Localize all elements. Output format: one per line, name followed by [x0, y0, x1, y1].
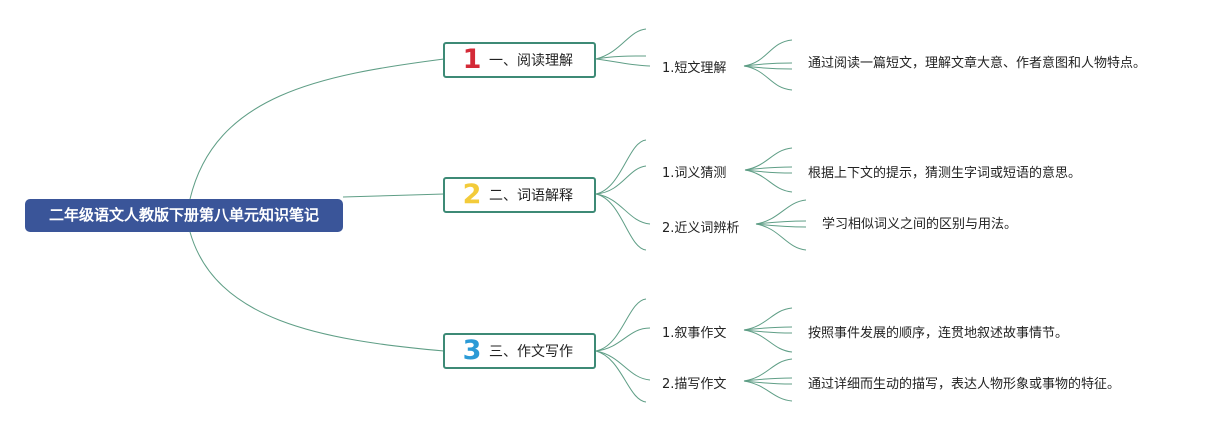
connector-b2-s1-fan — [744, 147, 793, 171]
subtopic-word-guessing[interactable]: 1.词义猜测 — [662, 166, 727, 181]
branch-title: 三、作文写作 — [489, 344, 573, 360]
subtopic-description[interactable]: 按照事件发展的顺序，连贯地叙述故事情节。 — [808, 326, 1069, 341]
connector-b3-s1-fan — [743, 307, 793, 331]
subtopic-synonyms[interactable]: 2.近义词辨析 — [662, 221, 740, 236]
subtopic-description[interactable]: 根据上下文的提示，猜测生字词或短语的意思。 — [808, 166, 1082, 181]
connector-b3-s2-fan — [743, 377, 793, 382]
branch-title: 二、词语解释 — [489, 188, 573, 204]
connector-b2-fan — [595, 165, 647, 195]
branch-title: 一、阅读理解 — [489, 53, 573, 69]
root-topic[interactable]: 二年级语文人教版下册第八单元知识笔记 — [25, 199, 343, 232]
subtopic-description[interactable]: 通过阅读一篇短文，理解文章大意、作者意图和人物特点。 — [808, 56, 1147, 71]
connector-b2-s2-fan — [755, 223, 807, 251]
branch-composition[interactable]: 3 三、作文写作 — [443, 333, 596, 369]
subtopic-description[interactable]: 通过详细而生动的描写，表达人物形象或事物的特征。 — [808, 377, 1121, 392]
subtopic-descriptive[interactable]: 2.描写作文 — [662, 377, 727, 392]
connector-b2-s2-fan — [755, 199, 807, 225]
connector-root-b3 — [189, 231, 445, 352]
branch-word-meaning[interactable]: 2 二、词语解释 — [443, 177, 596, 213]
connector-root-b1 — [189, 58, 445, 200]
connector-b3-s2-fan — [743, 358, 793, 382]
connector-b3-fan — [595, 350, 651, 381]
connector-b2-s2-fan — [755, 220, 807, 225]
connector-b1-s1-fan — [743, 39, 793, 67]
connector-b2-s1-fan — [744, 166, 793, 171]
branch-reading[interactable]: 1 一、阅读理解 — [443, 42, 596, 78]
number-two-icon: 2 — [462, 179, 482, 210]
connector-b3-fan — [595, 327, 651, 352]
connector-b3-s1-fan — [743, 326, 793, 331]
subtopic-description[interactable]: 学习相似词义之间的区别与用法。 — [822, 217, 1018, 232]
number-three-icon: 3 — [462, 335, 482, 366]
connector-b1-fan — [595, 55, 647, 60]
connector-b3-fan — [595, 350, 647, 403]
connector-b2-s1-fan — [744, 169, 793, 193]
connector-b2-fan — [595, 193, 651, 225]
connector-b3-s1-fan — [743, 329, 793, 353]
connector-b2-s0 — [595, 139, 647, 195]
connector-b1-s1-fan — [743, 65, 793, 91]
number-one-icon: 1 — [462, 44, 482, 75]
connector-b1-fan — [595, 28, 647, 60]
connector-b3-fan — [595, 298, 647, 352]
connector-root-b2 — [342, 193, 445, 198]
connector-b3-s2-fan — [743, 380, 793, 402]
subtopic-short-text[interactable]: 1.短文理解 — [662, 61, 727, 76]
connector-b1-s1 — [595, 58, 651, 67]
subtopic-narrative[interactable]: 1.叙事作文 — [662, 326, 727, 341]
connector-b2-fan — [595, 193, 647, 251]
connector-b1-s1-fan — [743, 62, 793, 67]
